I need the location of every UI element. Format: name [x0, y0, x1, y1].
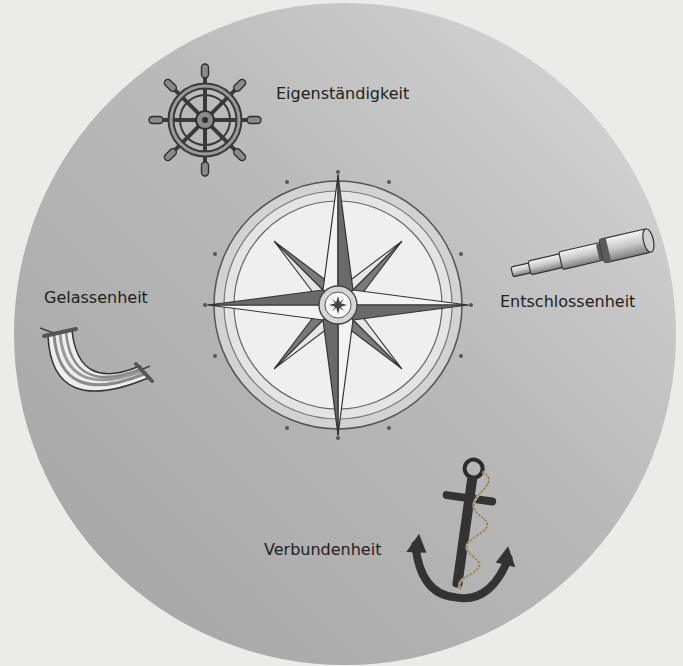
value-label: Entschlossenheit — [500, 292, 635, 311]
value-label: Eigenständigkeit — [276, 84, 409, 103]
compass-rose — [203, 170, 473, 440]
ship-wheel — [149, 64, 261, 176]
value-label: Gelassenheit — [44, 288, 148, 307]
background-disc — [14, 3, 676, 665]
hammock — [40, 328, 152, 391]
value-label: Verbundenheit — [264, 540, 381, 559]
anchor — [401, 452, 529, 605]
telescope — [509, 228, 656, 284]
